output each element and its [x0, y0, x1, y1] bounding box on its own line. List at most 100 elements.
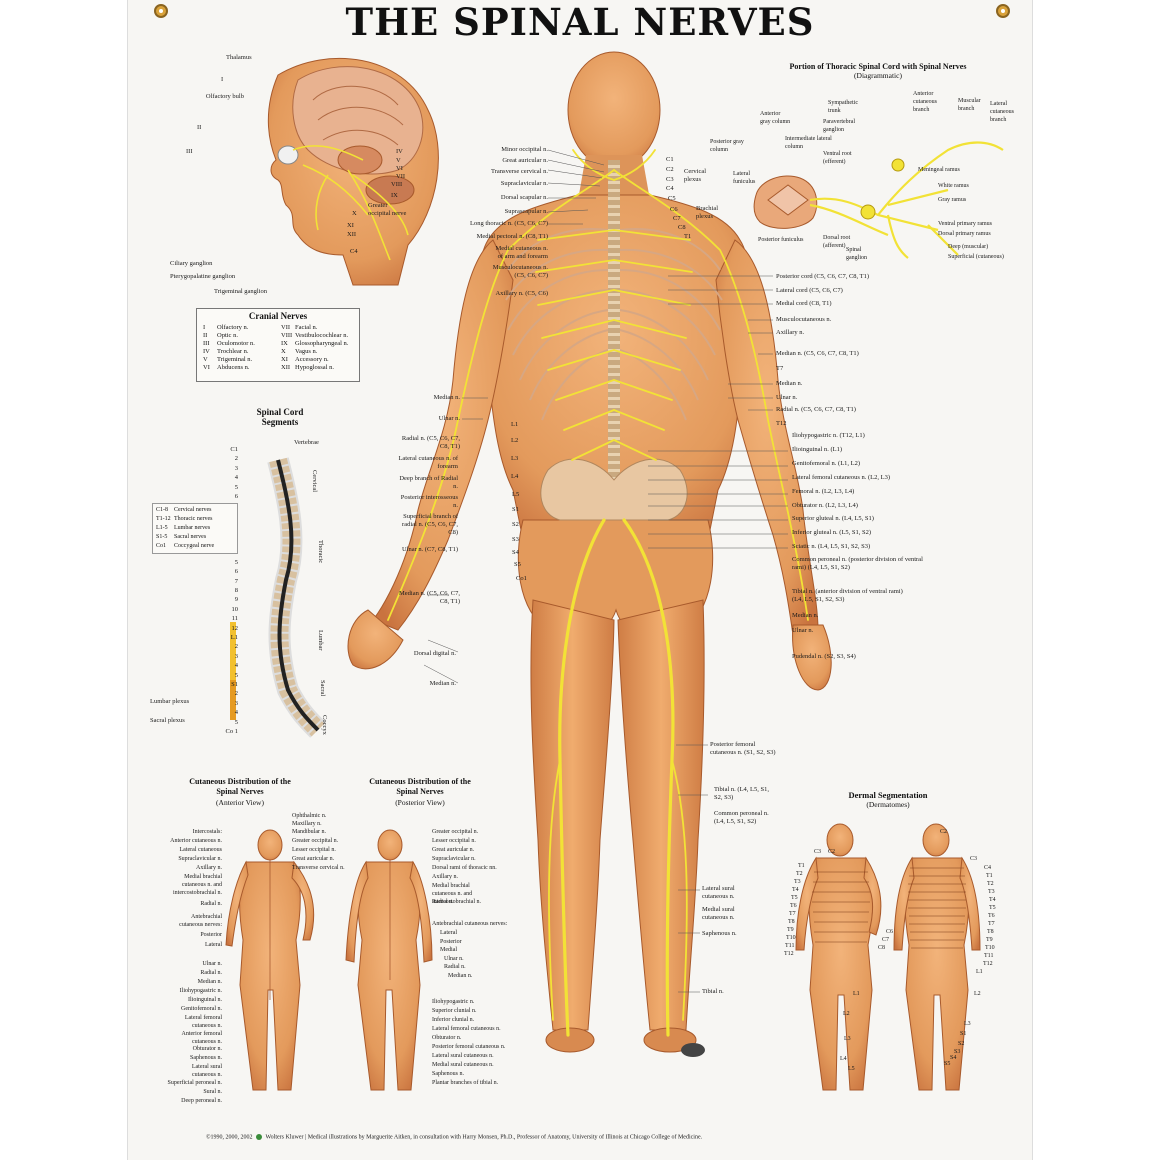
cutaneous-label: Lateral femoral cutaneous n. — [432, 1026, 501, 1032]
region-label: Lumbar — [317, 630, 324, 651]
cutaneous-label: Ulnar n. — [444, 956, 464, 962]
nerve-label: Medial sural cutaneous n. — [702, 906, 735, 921]
cutaneous-anterior-title: Cutaneous Distribution of the Spinal Ner… — [189, 777, 291, 796]
dermatome-label: T4 — [989, 897, 996, 903]
segment-number: Co 1 — [225, 728, 238, 735]
cell: III — [203, 340, 210, 347]
cell: VII — [281, 324, 291, 331]
cutaneous-anterior-figure — [225, 829, 315, 1091]
head-label: VII — [396, 173, 406, 180]
nerve-label: Common peroneal n. (L4, L5, S1, S2) — [714, 810, 769, 825]
cell: VIII — [281, 332, 293, 339]
nerve-label: Saphenous n. — [702, 930, 737, 937]
cutaneous-label: Dorsal rami of thoracic nn. — [432, 865, 497, 871]
nerve-label: Radial n. (C5, C6, C7, C8, T1) — [776, 406, 856, 413]
cutaneous-label: Ilioinguinal n. — [188, 997, 222, 1003]
segment-marker: L2 — [511, 437, 519, 444]
dermatome-label: L5 — [848, 1066, 855, 1072]
cell: Abducens n. — [217, 364, 250, 371]
spinal-segments-title: Spinal Cord Segments — [256, 407, 304, 427]
nerve-label: Inferior gluteal n. (L5, S1, S2) — [792, 529, 872, 536]
cell: Olfactory n. — [217, 324, 249, 331]
legend-text: Thoracic nerves — [174, 516, 213, 522]
cutaneous-label: Medial sural cutaneous n. — [432, 1062, 494, 1068]
nerve-label: Median n. (C5, C6, C7, C8, T1) — [398, 590, 460, 605]
head-label: XII — [347, 231, 357, 238]
head-label: VIII — [391, 181, 403, 188]
segment-number: 5 — [234, 558, 238, 566]
cutaneous-label: Supraclavicular n. — [432, 856, 476, 862]
cutaneous-label: Lateral cutaneous — [179, 847, 222, 853]
cell: Trigeminal n. — [217, 356, 253, 363]
cell: Optic n. — [217, 332, 238, 339]
dermatome-label: T8 — [788, 919, 795, 925]
nerve-label: Genitofemoral n. (L1, L2) — [792, 460, 861, 467]
dermatome-label: L3 — [964, 1021, 971, 1027]
segment-number: 2 — [234, 643, 238, 651]
nerve-label: Dorsal digital n. — [413, 650, 456, 657]
thoracic-label: Lateral funiculus — [733, 171, 756, 185]
cutaneous-label: Anterior cutaneous n. — [170, 838, 222, 844]
dermal-subtitle: (Dermatomes) — [866, 800, 910, 809]
cutaneous-label: Greater occipital n. — [292, 838, 339, 844]
nerve-label: Median n. — [433, 394, 460, 401]
dermatome-label: T3 — [794, 879, 801, 885]
thoracic-label: White ramus — [938, 183, 969, 189]
dermatome-label: C4 — [984, 865, 992, 871]
legend-text: Sacral nerves — [174, 534, 207, 540]
cutaneous-label: Great auricular n. — [292, 856, 335, 862]
cutaneous-label: Antebrachial cutaneous nerves: — [432, 921, 508, 927]
dermatome-label: T8 — [987, 929, 994, 935]
dermatome-label: T12 — [784, 951, 794, 957]
cell: V — [203, 356, 208, 363]
nerve-label: Common peroneal n. (posterior division o… — [792, 556, 923, 571]
copyright-text: ©1990, 2000, 2002 — [206, 1134, 253, 1141]
nerve-label: Ulnar n. — [776, 394, 798, 401]
head-label: Pterygopalatine ganglion — [170, 273, 236, 280]
cutaneous-label: Medial — [440, 947, 457, 953]
cutaneous-label: Sural n. — [203, 1089, 222, 1095]
cell: Vagus n. — [295, 348, 318, 355]
thoracic-label: Ventral root (efferent) — [823, 151, 852, 165]
cutaneous-anterior-subtitle: (Anterior View) — [216, 798, 264, 807]
dermatome-label: T12 — [983, 961, 993, 967]
segment-number: 2 — [234, 455, 238, 463]
dermatome-label: C7 — [882, 937, 890, 943]
nerve-label: Medial pectoral n. (C8, T1) — [476, 233, 548, 240]
head-label: Ciliary ganglion — [170, 260, 213, 267]
thoracic-label: Anterior gray column — [760, 111, 791, 125]
thoracic-label: Meningeal ramus — [918, 167, 960, 173]
legend-row: S1-5 Sacral nerves — [156, 533, 234, 542]
nerve-label: Minor occipital n. — [501, 146, 548, 153]
cutaneous-label: Medial brachial cutaneous n. and interco… — [173, 874, 222, 896]
dermatome-label: C8 — [878, 945, 886, 951]
legend-key: S1-5 — [156, 534, 168, 540]
segment-number: 11 — [231, 615, 238, 623]
cutaneous-label: Lateral femoral cutaneous n. — [184, 1015, 222, 1029]
cell: Facial n. — [295, 324, 318, 331]
cell: Trochlear n. — [217, 348, 249, 355]
segment-marker: C1 — [666, 156, 674, 163]
cell: IV — [203, 348, 210, 355]
cell: II — [203, 332, 208, 339]
dermatome-label: L1 — [853, 991, 860, 997]
spinal-column-illustration — [230, 457, 326, 738]
nerve-label: Pudendal n. (S2, S3, S4) — [792, 653, 856, 660]
legend-text: Cervical nerves — [174, 507, 212, 513]
dermatome-label: T5 — [989, 905, 996, 911]
segment-marker: S4 — [512, 549, 519, 556]
region-label: Thoracic — [317, 540, 324, 564]
head-label: II — [197, 124, 202, 131]
nerve-label: Superficial branch of radial n. (C5, C6,… — [402, 513, 458, 536]
cutaneous-label: Saphenous n. — [190, 1055, 222, 1061]
thoracic-label: Superficial (cutaneous) — [948, 254, 1004, 260]
nerve-label: Supraclavicular n. — [500, 180, 548, 187]
segment-marker: L4 — [511, 473, 519, 480]
vertebrae-label: Vertebrae — [294, 439, 319, 446]
cutaneous-label: Posterior femoral cutaneous n. — [432, 1044, 506, 1050]
